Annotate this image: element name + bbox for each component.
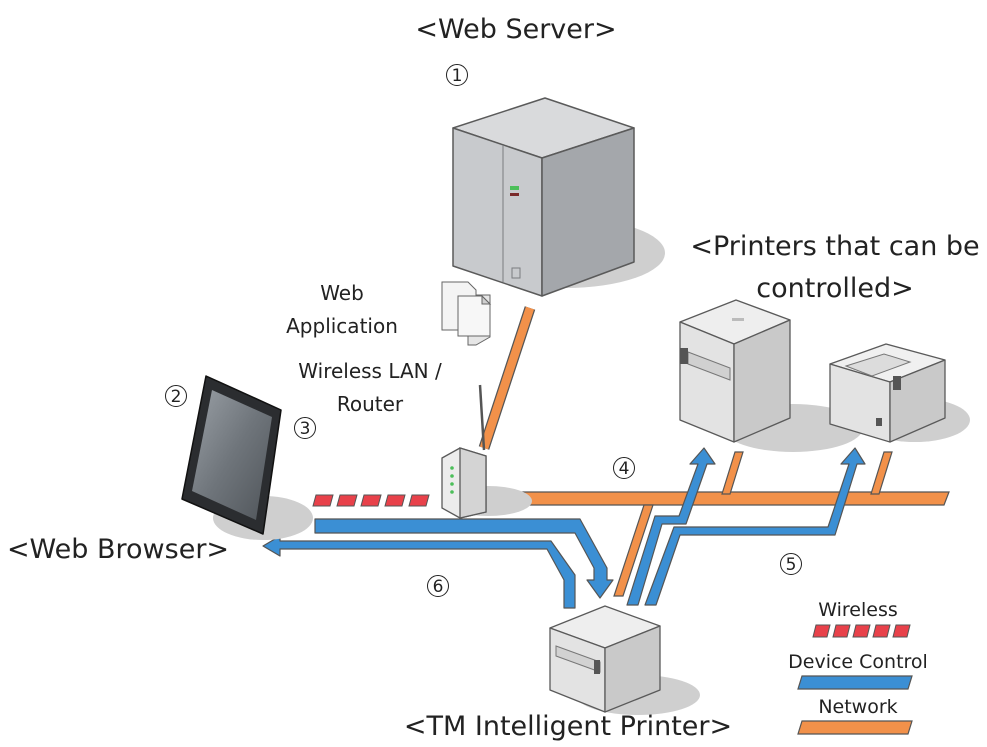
tablet-illustration <box>181 375 313 540</box>
step-4-marker: 4 <box>613 457 635 479</box>
legend-wireless-label: Wireless <box>818 599 898 621</box>
tm-printer-label: <TM Intelligent Printer> <box>404 711 732 742</box>
legend-network-swatch <box>797 720 913 735</box>
step-3-number: 3 <box>300 419 311 439</box>
printer-a-illustration <box>679 299 863 452</box>
step-1-marker: 1 <box>446 64 468 86</box>
legend-device-control-label: Device Control <box>788 651 928 673</box>
web-application-label-line2: Application <box>286 314 398 338</box>
legend-wireless-swatch <box>812 624 911 638</box>
web-application-label-line1: Web <box>320 281 364 305</box>
web-server-label: <Web Server> <box>415 14 616 45</box>
step-5-marker: 5 <box>780 553 802 575</box>
legend: Wireless Device Control Network <box>788 599 928 735</box>
step-2-marker: 2 <box>165 385 187 407</box>
step-3-marker: 3 <box>294 417 316 439</box>
wireless-router-illustration <box>441 384 532 519</box>
tm-intelligent-printer-illustration <box>549 605 700 715</box>
step-2-number: 2 <box>171 387 182 407</box>
step-6-number: 6 <box>433 577 444 597</box>
document-icon <box>441 281 492 346</box>
step-5-number: 5 <box>786 555 797 575</box>
printers-label-line2: controlled> <box>756 273 913 304</box>
web-browser-label: <Web Browser> <box>7 534 229 565</box>
printers-label-line1: <Printers that can be <box>690 231 979 262</box>
router-label-line2: Router <box>337 392 404 416</box>
step-6-marker: 6 <box>427 575 449 597</box>
device-control-lines <box>262 447 866 609</box>
legend-device-control-swatch <box>797 675 913 690</box>
wireless-link <box>312 494 430 507</box>
step-1-number: 1 <box>452 66 463 86</box>
step-4-number: 4 <box>619 459 630 479</box>
legend-network-label: Network <box>818 696 897 718</box>
printer-b-illustration <box>829 343 970 443</box>
router-label-line1: Wireless LAN / <box>298 359 442 383</box>
web-server-illustration <box>452 97 665 297</box>
